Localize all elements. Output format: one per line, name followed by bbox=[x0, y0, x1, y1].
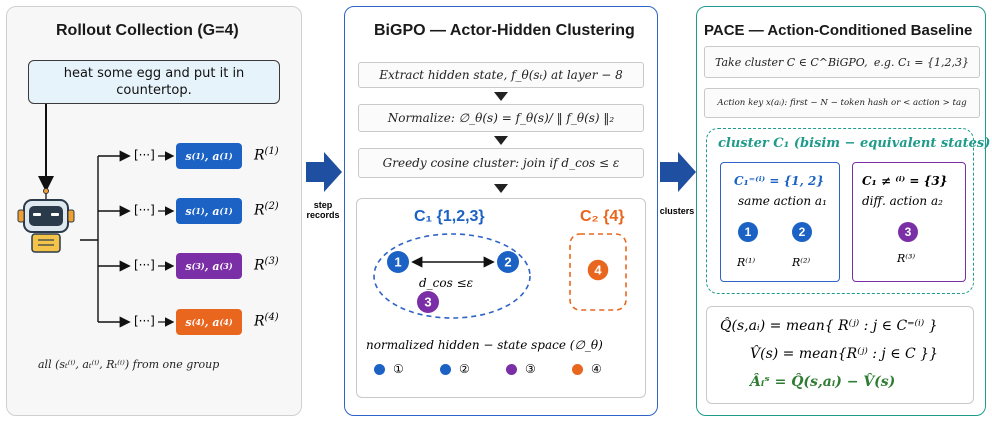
chip-state: s bbox=[185, 204, 192, 218]
svg-text:3: 3 bbox=[424, 295, 431, 310]
state-action-chip-4: s(4), a(4) bbox=[176, 309, 242, 335]
clusters-label: clusters bbox=[659, 206, 695, 216]
cluster-c2-box bbox=[569, 233, 627, 311]
extract-step: Extract hidden state, f_θ(sₜ) at layer −… bbox=[358, 62, 644, 88]
legend-dot bbox=[374, 363, 385, 375]
pace-node-2: 2 bbox=[792, 222, 812, 242]
same-action-set: C₁⁼⁽ⁱ⁾ = {1, 2} bbox=[734, 174, 825, 188]
cluster-node-1: 1 bbox=[387, 251, 409, 273]
legend-glyph: ④ bbox=[591, 362, 602, 376]
step-records-label: step records bbox=[306, 200, 340, 220]
rollout-footer: all (sₜ⁽ⁱ⁾, aₜ⁽ⁱ⁾, Rₜ⁽ⁱ⁾) from one group bbox=[38, 358, 220, 371]
ellipsis-2: [···] bbox=[134, 203, 155, 217]
node-legend: ① ② ③ ④ bbox=[374, 362, 634, 380]
prompt-text: heat some egg and put it in countertop. bbox=[63, 66, 245, 98]
pace-reward-2: R⁽²⁾ bbox=[792, 256, 811, 269]
legend-glyph: ① bbox=[393, 362, 404, 376]
diff-action-box bbox=[852, 162, 966, 282]
advantage-equation: Âᵢˢ = Q̂(s,aᵢ) − V̂(s) bbox=[750, 374, 896, 390]
svg-text:2: 2 bbox=[504, 255, 511, 270]
same-action-box bbox=[720, 162, 840, 282]
take-cluster-text: Take cluster C ∈ C^BiGPO, bbox=[715, 55, 868, 69]
state-action-chip-2: s(1), a(1) bbox=[176, 198, 242, 224]
chip-state: s bbox=[185, 259, 192, 273]
legend-item: ① bbox=[374, 362, 404, 376]
legend-item: ③ bbox=[506, 362, 536, 376]
step-records-arrow bbox=[306, 152, 342, 192]
cluster-diagram: 1 2 3 4 bbox=[373, 233, 627, 319]
legend-item: ④ bbox=[572, 362, 602, 376]
diff-action-label: diff. action a₂ bbox=[862, 194, 943, 208]
q-hat-equation: Q̂(s,aᵢ) = mean{ R⁽ʲ⁾ : j ∈ C⁼⁽ⁱ⁾ } bbox=[720, 318, 938, 334]
v-hat-equation: V̂(s) = mean{R⁽ʲ⁾ : j ∈ C }} bbox=[750, 346, 938, 362]
reward-4: R(4) bbox=[254, 312, 279, 330]
hidden-state-space-box bbox=[356, 198, 646, 398]
svg-text:1: 1 bbox=[394, 255, 401, 270]
normalize-step: Normalize: ∅_θ(s) = f_θ(s)/ ‖ f_θ(s) ‖₂ bbox=[358, 104, 644, 132]
reward-3: R(3) bbox=[254, 256, 279, 274]
state-action-chip-3: s(3), a(3) bbox=[176, 253, 242, 279]
ellipsis-4: [···] bbox=[134, 314, 155, 328]
action-key-box: Action key x(aᵢ): first − N − token hash… bbox=[704, 88, 980, 118]
diff-action-set: C₁ ≠ ⁽ⁱ⁾ = {3} bbox=[862, 174, 948, 188]
state-action-chip-1: s(1), a(1) bbox=[176, 143, 242, 169]
ellipsis-1: [···] bbox=[134, 148, 155, 162]
legend-item: ② bbox=[440, 362, 470, 376]
svg-text:4: 4 bbox=[594, 263, 602, 278]
pace-node-3: 3 bbox=[898, 222, 918, 242]
cluster-c1-pace-label: cluster C₁ (bisim − equivalent states) bbox=[718, 136, 991, 151]
prompt-box: heat some egg and put it in countertop. bbox=[28, 60, 280, 104]
pace-node-1: 1 bbox=[738, 222, 758, 242]
cluster-node-4: 4 bbox=[586, 258, 610, 282]
reward-1: R(1) bbox=[254, 146, 279, 164]
reward-2: R(2) bbox=[254, 201, 279, 219]
same-action-label: same action a₁ bbox=[738, 194, 827, 208]
legend-dot bbox=[440, 363, 451, 375]
rollout-title: Rollout Collection (G=4) bbox=[56, 22, 239, 39]
cluster-c2-label: C₂ {4} bbox=[580, 208, 625, 225]
pace-reward-1: R⁽¹⁾ bbox=[737, 256, 756, 269]
cluster-c1-label: C₁ {1,2,3} bbox=[414, 208, 485, 225]
cluster-node-3: 3 bbox=[417, 291, 439, 313]
distance-label: d_cos ≤ε bbox=[419, 276, 474, 290]
greedy-cluster-step: Greedy cosine cluster: join if d_cos ≤ ε bbox=[358, 148, 644, 178]
cluster-node-2: 2 bbox=[497, 251, 519, 273]
chip-state: s bbox=[185, 315, 192, 329]
legend-dot bbox=[506, 363, 517, 375]
legend-glyph: ② bbox=[459, 362, 470, 376]
legend-glyph: ③ bbox=[525, 362, 536, 376]
ellipsis-3: [···] bbox=[134, 258, 155, 272]
chip-state: s bbox=[185, 149, 192, 163]
robot-icon bbox=[17, 188, 75, 253]
rollout-connectors bbox=[17, 104, 175, 328]
cluster-c1-ellipse bbox=[373, 233, 531, 319]
space-label: normalized hidden − state space (∅_θ) bbox=[366, 338, 603, 352]
legend-dot bbox=[572, 363, 583, 375]
baseline-equations-box bbox=[706, 306, 974, 404]
cluster-c1-pace-box bbox=[706, 128, 974, 294]
pace-title: PACE — Action-Conditioned Baseline bbox=[704, 22, 973, 39]
clusters-arrow bbox=[660, 152, 696, 192]
bigpo-title: BiGPO — Actor-Hidden Clustering bbox=[374, 22, 635, 39]
cluster-example: e.g. C₁ = {1,2,3} bbox=[873, 55, 969, 69]
take-cluster-box: Take cluster C ∈ C^BiGPO, e.g. C₁ = {1,2… bbox=[704, 46, 980, 78]
pace-reward-3: R⁽³⁾ bbox=[897, 252, 916, 265]
